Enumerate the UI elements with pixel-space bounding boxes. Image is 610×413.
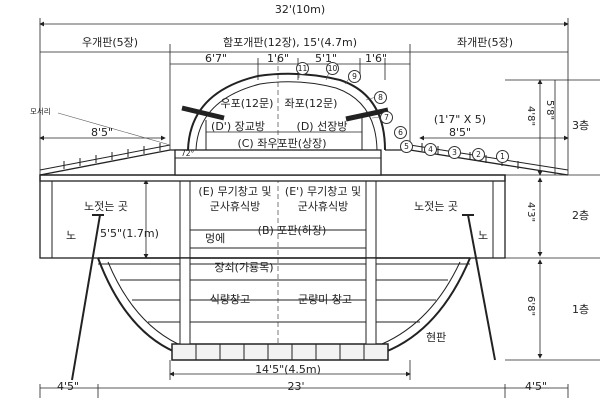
- plank-number: 11: [296, 62, 309, 75]
- dim-center-panel: 함포개판(12장), 15'(4.7m): [223, 36, 357, 49]
- dim-right-panel: 우개판(5장): [81, 36, 139, 49]
- dim-height-6-8: 6'8": [525, 296, 536, 317]
- hull-shape: [97, 257, 471, 361]
- label-myeonge: 멍에: [205, 232, 226, 245]
- label-officer-room: (D') 장교방: [211, 120, 265, 133]
- label-upper-gun-deck: (C) 좌우포판(상장): [237, 137, 327, 150]
- dim-roof-mid-a: 1'6": [266, 52, 290, 65]
- plank-number: 4: [424, 143, 437, 156]
- label-oar-left: 노: [66, 229, 77, 242]
- dim-height-4-3: 4'3": [525, 202, 536, 223]
- dim-roof-mid-b: 5'1": [314, 52, 338, 65]
- label-rowing-left: 노젓는 곳: [84, 200, 128, 213]
- dim-right-8-5: 8'5": [448, 126, 472, 139]
- label-jangsoe: 장쇠(가룡목): [214, 261, 274, 274]
- plank-number: 1: [496, 150, 509, 163]
- dim-bottom-4-5-left: 4'5": [56, 380, 80, 393]
- dim-total-width: 32'(10m): [274, 3, 326, 16]
- label-hyeonpan: 현판: [426, 331, 447, 344]
- dim-roof-left: 6'7": [204, 52, 228, 65]
- label-armory-e-line2: 군사휴식방: [209, 200, 261, 213]
- floor-second: 2층: [572, 209, 590, 222]
- dim-bottom-4-5-right: 4'5": [524, 380, 548, 393]
- dim-height-4-8: 4'8": [525, 106, 536, 127]
- plank-number: 10: [326, 62, 339, 75]
- label-moseori: 모서리: [30, 107, 51, 116]
- label-armory-e-prime-line2: 군사휴식방: [297, 200, 349, 213]
- label-lower-gun-deck: (B) 포판(하장): [257, 224, 327, 237]
- dimension-lines: [39, 18, 600, 398]
- plank-number: 2: [472, 148, 485, 161]
- label-right-gun: 우포(12문): [220, 97, 274, 110]
- dim-angle: 72°: [181, 149, 195, 158]
- dim-roof-right: 1'6": [364, 52, 388, 65]
- dim-left-8-5: 8'5": [90, 126, 114, 139]
- dim-height-5-5: 5'5"(1.7m): [100, 227, 159, 240]
- dim-bottom-total: 23': [287, 380, 305, 393]
- dim-plank-spec: (1'7" X 5): [433, 113, 487, 126]
- dim-left-panel: 좌개판(5장): [456, 36, 514, 49]
- label-armory-e-prime-line1: (E') 무기창고 및: [284, 185, 362, 198]
- plank-number: 3: [448, 146, 461, 159]
- label-rice-storage: 군량미 창고: [297, 293, 353, 306]
- label-captain-room: (D) 선장방: [296, 120, 348, 133]
- label-rowing-right: 노젓는 곳: [414, 200, 458, 213]
- label-armory-e-line1: (E) 무기창고 및: [198, 185, 272, 198]
- label-left-gun: 좌포(12문): [284, 97, 338, 110]
- label-food-storage: 식량창고: [209, 293, 251, 306]
- dim-bottom-14-5: 14'5"(4.5m): [255, 363, 321, 376]
- plank-number: 8: [374, 91, 387, 104]
- plank-number: 7: [380, 111, 393, 124]
- label-oar-right: 노: [478, 229, 489, 242]
- plank-number: 6: [394, 126, 407, 139]
- second-floor: [39, 174, 506, 381]
- floor-third: 3층: [572, 119, 590, 132]
- floor-first: 1층: [572, 303, 590, 316]
- dim-height-5-8: 5'8": [544, 100, 555, 121]
- plank-number: 9: [348, 70, 361, 83]
- plank-number: 5: [400, 140, 413, 153]
